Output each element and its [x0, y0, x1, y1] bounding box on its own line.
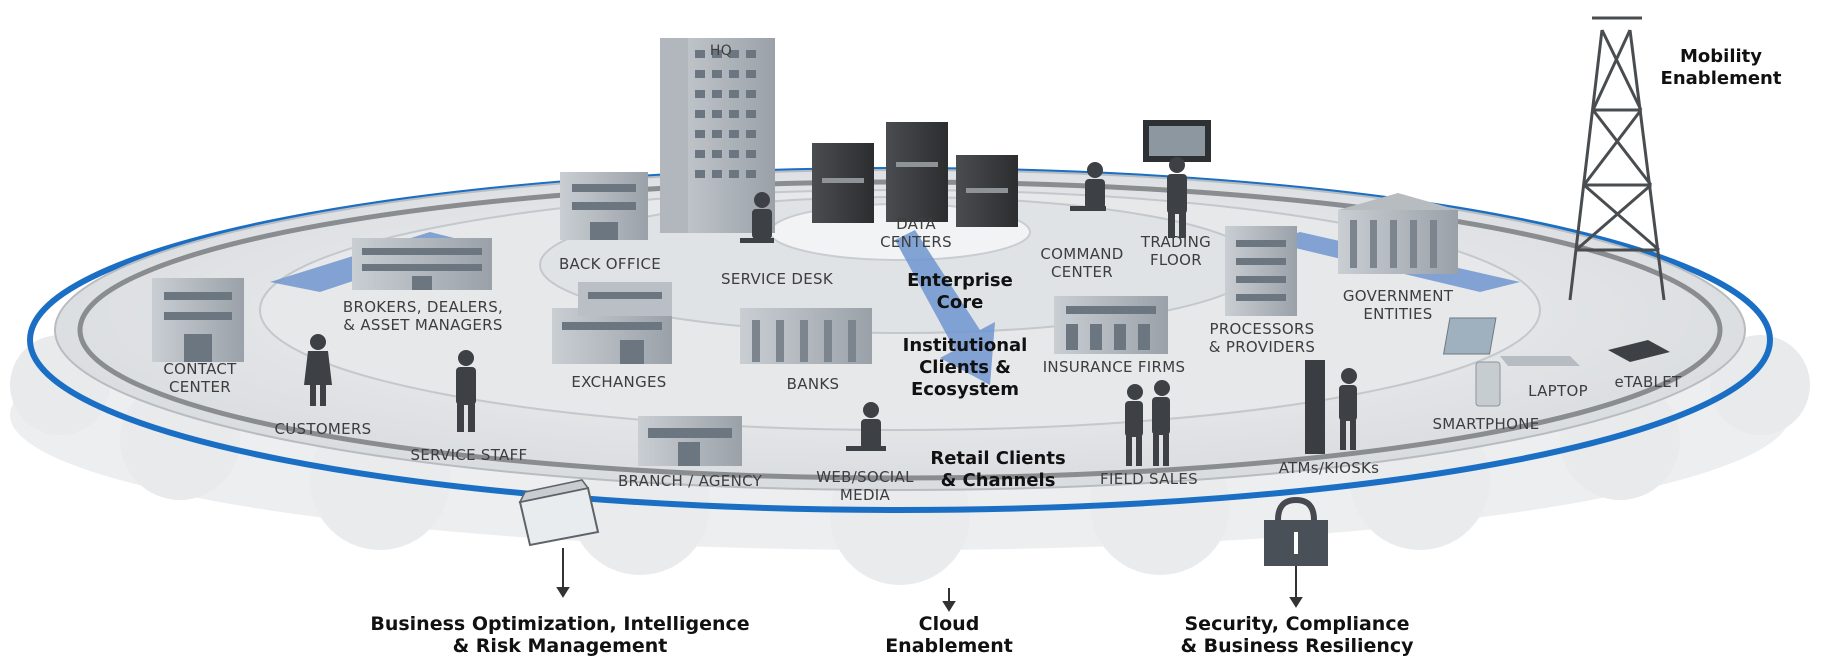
- label-etablet: eTABLET: [1614, 373, 1682, 391]
- label-back-office: BACK OFFICE: [558, 255, 662, 273]
- label-mobility: Mobility Enablement: [1661, 46, 1782, 90]
- label-mobility-line2: Enablement: [1660, 68, 1782, 89]
- label-business-optimization-line2: & Risk Management: [452, 635, 668, 657]
- label-processors-line2: & PROVIDERS: [1208, 338, 1316, 356]
- trading-board: [1143, 120, 1211, 162]
- mobility-tower: [1568, 16, 1666, 301]
- label-data-centers-line2: CENTERS: [880, 233, 952, 251]
- label-service-staff: SERVICE STAFF: [410, 446, 528, 464]
- label-retail: Retail Clients & Channels: [930, 448, 1065, 492]
- label-banks: BANKS: [786, 375, 840, 393]
- insurance-building: [1054, 296, 1168, 354]
- label-field-sales: FIELD SALES: [1100, 470, 1198, 488]
- back-office-building: [560, 172, 648, 240]
- label-institutional-line2: Clients &: [919, 357, 1011, 378]
- label-exchanges: EXCHANGES: [571, 373, 667, 391]
- label-trading-floor-line1: TRADING: [1140, 233, 1212, 251]
- label-government-entities-line2: ENTITIES: [1363, 305, 1433, 323]
- label-enterprise-core: Enterprise Core: [907, 270, 1013, 314]
- label-retail-line1: Retail Clients: [930, 448, 1066, 469]
- banks-building: [740, 308, 872, 364]
- label-insurance-firms: INSURANCE FIRMS: [1042, 358, 1186, 376]
- label-security-line2: & Business Resiliency: [1180, 635, 1414, 657]
- label-data-centers: DATA CENTERS: [880, 215, 952, 251]
- government-building: [1338, 193, 1458, 274]
- exchanges-building: [552, 282, 672, 364]
- label-hq: HQ: [709, 43, 733, 59]
- label-institutional: Institutional Clients & Ecosystem: [903, 335, 1028, 401]
- label-service-desk: SERVICE DESK: [721, 270, 833, 288]
- label-security-compliance: Security, Compliance & Business Resilien…: [1180, 613, 1413, 657]
- label-enterprise-core-line2: Core: [936, 292, 984, 313]
- label-trading-floor: TRADING FLOOR: [1141, 233, 1211, 269]
- label-customers: CUSTOMERS: [274, 420, 372, 438]
- label-retail-line2: & Channels: [940, 470, 1056, 491]
- contact-center-building: [152, 278, 244, 362]
- branch-building: [638, 416, 742, 466]
- brokers-building: [352, 238, 492, 290]
- label-security-line1: Security, Compliance: [1184, 613, 1410, 635]
- label-government-entities-line1: GOVERNMENT: [1342, 287, 1454, 305]
- label-brokers-line2: & ASSET MANAGERS: [343, 316, 503, 334]
- label-cloud-line2: Enablement: [885, 635, 1013, 657]
- label-command-center-line2: CENTER: [1050, 263, 1114, 281]
- label-contact-center-line1: CONTACT: [163, 360, 237, 378]
- label-business-optimization-line1: Business Optimization, Intelligence: [370, 613, 750, 635]
- label-data-centers-line1: DATA: [896, 215, 936, 233]
- label-contact-center: CONTACT CENTER: [163, 360, 236, 396]
- label-cloud-line1: Cloud: [918, 613, 980, 635]
- label-trading-floor-line2: FLOOR: [1149, 251, 1202, 269]
- label-atms-kiosks: ATMs/KIOSKs: [1278, 459, 1380, 477]
- label-web-social-media: WEB/SOCIAL MEDIA: [816, 468, 914, 504]
- label-brokers-line1: BROKERS, DEALERS,: [342, 298, 504, 316]
- label-government-entities: GOVERNMENT ENTITIES: [1343, 287, 1453, 323]
- label-mobility-line1: Mobility: [1679, 46, 1762, 67]
- label-institutional-line3: Ecosystem: [910, 379, 1020, 400]
- data-center-racks: [812, 122, 1018, 227]
- atm-kiosk: [1305, 360, 1325, 454]
- label-enterprise-core-line1: Enterprise: [907, 270, 1013, 291]
- people-silhouettes: [304, 157, 1357, 466]
- label-brokers: BROKERS, DEALERS, & ASSET MANAGERS: [343, 298, 503, 334]
- label-laptop: LAPTOP: [1528, 382, 1588, 400]
- label-web-social-line1: WEB/SOCIAL: [816, 468, 914, 486]
- label-processors: PROCESSORS & PROVIDERS: [1209, 320, 1315, 356]
- label-business-optimization: Business Optimization, Intelligence & Ri…: [370, 613, 749, 657]
- lock-icon: [1264, 496, 1328, 566]
- label-smartphone: SMARTPHONE: [1432, 415, 1540, 433]
- label-contact-center-line2: CENTER: [168, 378, 232, 396]
- label-cloud-enablement: Cloud Enablement: [885, 613, 1013, 657]
- label-command-center: COMMAND CENTER: [1040, 245, 1123, 281]
- folder-icon: [518, 479, 600, 547]
- label-institutional-line1: Institutional: [902, 335, 1028, 356]
- label-processors-line1: PROCESSORS: [1209, 320, 1315, 338]
- label-web-social-line2: MEDIA: [839, 486, 891, 504]
- pointer-arrows: [556, 548, 1303, 612]
- processors-building: [1225, 226, 1297, 316]
- mobile-devices: [1442, 317, 1670, 407]
- label-branch-agency: BRANCH / AGENCY: [617, 472, 763, 490]
- label-command-center-line1: COMMAND: [1040, 245, 1124, 263]
